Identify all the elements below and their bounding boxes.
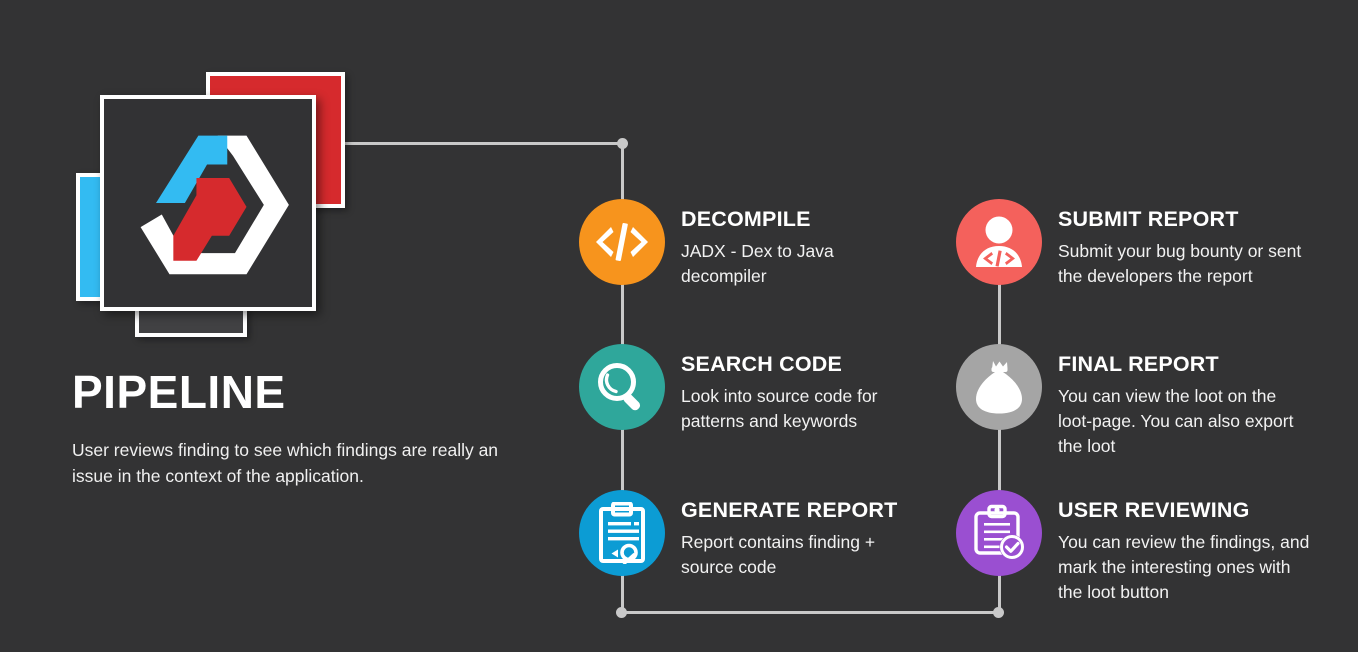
connector-dot-bottom-right (993, 607, 1004, 618)
final-report-text: FINAL REPORT You can view the loot on th… (1058, 344, 1308, 460)
generate-report-text: GENERATE REPORT Report contains finding … (681, 490, 919, 580)
search-code-title: SEARCH CODE (681, 352, 843, 376)
generate-report-title: GENERATE REPORT (681, 498, 898, 522)
step-decompile[interactable]: DECOMPILE JADX - Dex to Java decompiler (579, 199, 919, 289)
final-report-title: FINAL REPORT (1058, 352, 1219, 376)
submit-report-title: SUBMIT REPORT (1058, 207, 1239, 231)
logo-card-gray (135, 307, 247, 337)
pipeline-logo (100, 95, 316, 311)
decompile-description: JADX - Dex to Java decompiler (681, 240, 834, 287)
search-code-text: SEARCH CODE Look into source code for pa… (681, 344, 909, 434)
step-submit-report[interactable]: SUBMIT REPORT Submit your bug bounty or … (956, 199, 1326, 289)
page-description: User reviews finding to see which findin… (72, 440, 499, 486)
submit-report-icon-circle (956, 199, 1042, 285)
step-user-reviewing[interactable]: USER REVIEWING You can review the findin… (956, 490, 1326, 606)
code-brackets-icon (596, 223, 648, 261)
submit-report-text: SUBMIT REPORT Submit your bug bounty or … (1058, 199, 1313, 289)
final-report-description: You can view the loot on the loot-page. … (1058, 385, 1294, 457)
decompile-title: DECOMPILE (681, 207, 811, 231)
headline-block: PIPELINE User reviews finding to see whi… (72, 368, 532, 489)
connector-bottom (621, 611, 1001, 614)
connector-logo-to-decompile (340, 142, 624, 145)
decompile-icon-circle (579, 199, 665, 285)
step-final-report[interactable]: FINAL REPORT You can view the loot on th… (956, 344, 1326, 460)
clipboard-check-icon (974, 504, 1025, 560)
generate-report-icon-circle (579, 490, 665, 576)
step-search-code[interactable]: SEARCH CODE Look into source code for pa… (579, 344, 909, 434)
generate-report-description: Report contains finding + source code (681, 531, 876, 578)
money-bag-icon (976, 361, 1022, 414)
step-generate-report[interactable]: GENERATE REPORT Report contains finding … (579, 490, 919, 580)
submit-report-description: Submit your bug bounty or sent the devel… (1058, 240, 1302, 287)
final-report-icon-circle (956, 344, 1042, 430)
search-code-description: Look into source code for patterns and k… (681, 385, 878, 432)
connector-dot-bottom-left (616, 607, 627, 618)
user-reviewing-text: USER REVIEWING You can review the findin… (1058, 490, 1313, 606)
search-code-icon-circle (579, 344, 665, 430)
user-reviewing-description: You can review the findings, and mark th… (1058, 531, 1310, 603)
page-title: PIPELINE (72, 366, 286, 418)
decompile-text: DECOMPILE JADX - Dex to Java decompiler (681, 199, 919, 289)
developer-person-icon (976, 216, 1022, 267)
user-reviewing-title: USER REVIEWING (1058, 498, 1250, 522)
clipboard-chart-icon (599, 502, 645, 564)
magnifier-icon (598, 363, 641, 411)
user-reviewing-icon-circle (956, 490, 1042, 576)
